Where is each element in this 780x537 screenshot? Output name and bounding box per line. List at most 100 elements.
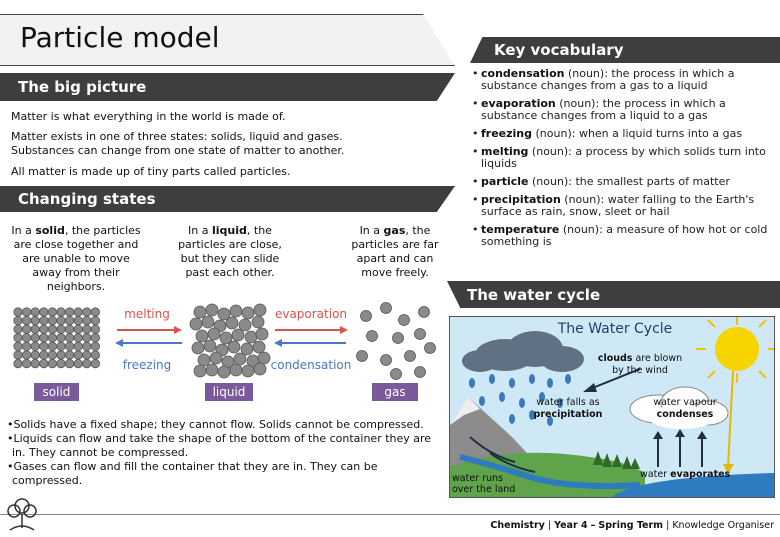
solid-particle xyxy=(56,341,66,352)
solid-particle xyxy=(73,333,83,343)
solid-particle xyxy=(82,324,92,334)
rain-cloud-icon xyxy=(462,331,584,372)
gas-particles xyxy=(356,302,436,380)
white-cloud-icon xyxy=(629,386,729,429)
solid-particle xyxy=(65,307,75,317)
big-picture-line-1: Matter is what everything in the world i… xyxy=(11,110,286,123)
solid-particle xyxy=(56,350,66,360)
solid-particle xyxy=(22,358,32,369)
solid-particle xyxy=(13,307,23,317)
liquid-particle xyxy=(203,339,217,353)
solid-particles xyxy=(13,307,101,369)
solid-particle xyxy=(90,316,101,326)
trees-icon xyxy=(593,451,640,469)
solid-particle xyxy=(65,324,75,334)
liquid-particle xyxy=(241,306,255,320)
gas-particle xyxy=(414,328,426,340)
key-vocabulary-header: Key vocabulary xyxy=(470,37,780,63)
solid-properties: •Solids have a fixed shape; they cannot … xyxy=(7,418,424,431)
evaporates-caption: water evaporates xyxy=(640,469,731,480)
solid-particle xyxy=(22,341,32,352)
solid-particle xyxy=(47,333,58,343)
big-picture-line-2: Matter exists in one of three states: so… xyxy=(11,130,343,143)
gas-particle xyxy=(360,310,372,322)
solid-particle xyxy=(56,333,66,343)
evaporation-arrow xyxy=(275,326,348,334)
solid-particle xyxy=(47,358,58,369)
gas-particle xyxy=(424,342,436,354)
gas-particle xyxy=(398,314,410,326)
solid-particle xyxy=(39,333,49,343)
solid-particle xyxy=(39,350,49,360)
solid-particle xyxy=(47,307,58,317)
liquid-particle xyxy=(205,363,219,377)
solid-particle xyxy=(30,341,40,352)
big-picture-header: The big picture xyxy=(0,73,455,101)
solid-particle xyxy=(65,316,75,326)
solid-particle xyxy=(30,316,40,326)
solid-particle xyxy=(56,316,66,326)
state-properties-list: •Solids have a fixed shape; they cannot … xyxy=(7,418,447,488)
water-cycle-title: The Water Cycle xyxy=(557,321,673,337)
vocab-item: melting (noun): a process by which solid… xyxy=(472,146,777,170)
solid-particle xyxy=(90,324,101,334)
wind-arrow xyxy=(589,368,641,390)
solid-particle xyxy=(65,341,75,352)
liquid-particle xyxy=(253,303,267,317)
gas-particle xyxy=(390,368,402,380)
liquid-particle xyxy=(227,340,241,354)
solid-particle xyxy=(82,350,92,360)
title-banner: Particle model xyxy=(0,14,455,66)
sun-icon xyxy=(696,317,774,383)
solid-particle xyxy=(39,341,49,352)
solid-particle xyxy=(22,307,32,317)
solid-particle xyxy=(65,358,75,369)
solid-particle xyxy=(73,358,83,369)
vocab-item: temperature (noun): a measure of how hot… xyxy=(472,224,777,248)
runoff-arrows xyxy=(469,436,536,473)
vocab-item: evaporation (noun): the process in which… xyxy=(472,98,777,122)
vocabulary-list: condensation (noun): the process in whic… xyxy=(472,68,777,254)
liquid-particle xyxy=(217,307,231,321)
liquid-properties: •Liquids can flow and take the shape of … xyxy=(7,432,432,459)
solid-particle xyxy=(13,316,23,326)
raindrops xyxy=(469,374,571,426)
liquid-particle xyxy=(217,365,231,379)
solid-particle xyxy=(73,350,83,360)
solid-particle xyxy=(90,307,101,317)
liquid-particle xyxy=(238,318,252,332)
condensation-arrow xyxy=(274,339,346,347)
liquid-particle xyxy=(205,303,219,317)
sun-ray xyxy=(727,370,734,468)
freezing-label: freezing xyxy=(122,358,172,372)
vocab-item: precipitation (noun): water falling to t… xyxy=(472,194,777,218)
big-picture-line-3: Substances can change from one state of … xyxy=(11,144,345,157)
solid-particle xyxy=(73,324,83,334)
gas-particle xyxy=(418,306,430,318)
solid-particle xyxy=(90,358,101,369)
solid-particle xyxy=(56,324,66,334)
changing-states-header: Changing states xyxy=(0,186,455,212)
vocab-item: condensation (noun): the process in whic… xyxy=(472,68,777,92)
solid-particle xyxy=(13,333,23,343)
solid-particle xyxy=(30,358,40,369)
liquid-particle xyxy=(244,330,258,344)
liquid-particle xyxy=(209,351,223,365)
solid-particle xyxy=(13,350,23,360)
condensation-label: condensation xyxy=(270,358,352,372)
liquid-description: In a liquid, the particles are close, bu… xyxy=(178,224,282,279)
liquid-particle xyxy=(252,340,266,354)
liquid-label: liquid xyxy=(205,383,253,401)
solid-particle xyxy=(47,316,58,326)
liquid-particle xyxy=(197,353,211,367)
liquid-particle xyxy=(189,317,203,331)
solid-particle xyxy=(39,316,49,326)
solid-particle xyxy=(90,333,101,343)
liquid-particles xyxy=(189,303,271,379)
solid-particle xyxy=(47,350,58,360)
vocab-item: freezing (noun): when a liquid turns int… xyxy=(472,128,777,141)
gas-particle xyxy=(414,366,426,378)
